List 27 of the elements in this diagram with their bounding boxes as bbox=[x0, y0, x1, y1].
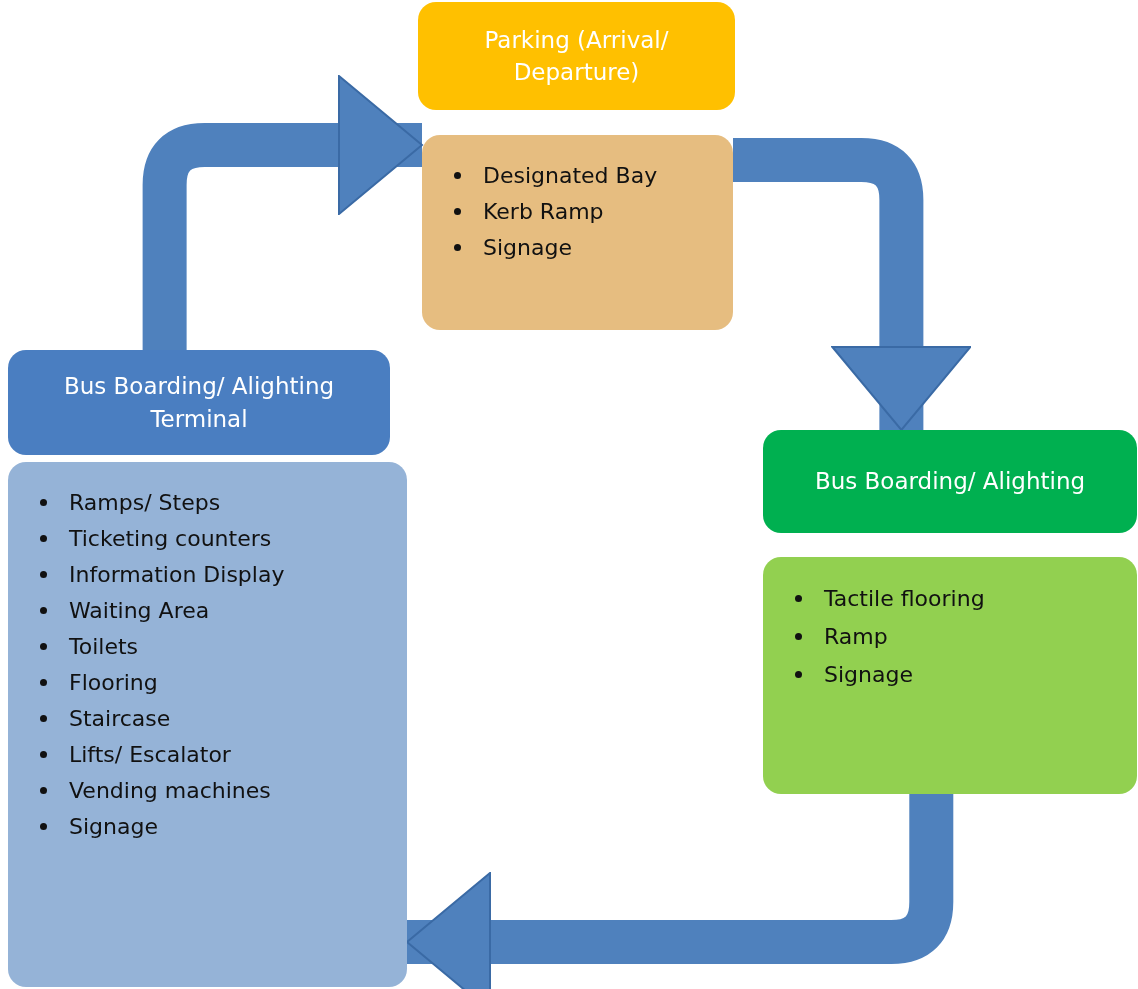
bullet-item: Signage bbox=[824, 661, 913, 687]
header-box bbox=[418, 2, 735, 110]
header-box bbox=[8, 350, 390, 455]
bullet-item: Toilets bbox=[69, 633, 138, 659]
bullet-item: Staircase bbox=[69, 705, 171, 731]
header-text: Bus Boarding/ Alighting Terminal bbox=[62, 372, 336, 434]
list-box bbox=[8, 462, 407, 987]
header-box bbox=[763, 430, 1137, 533]
bullet-item: Flooring bbox=[69, 669, 158, 695]
bullet-item: Information Display bbox=[69, 561, 285, 587]
bullet-item: Signage bbox=[483, 234, 572, 260]
bullet-item: Signage bbox=[69, 813, 158, 839]
list-box bbox=[763, 557, 1137, 794]
header-text: Parking (Arrival/ Departure) bbox=[483, 25, 670, 87]
list-box bbox=[422, 135, 733, 330]
bullet-item: Ramps/ Steps bbox=[69, 489, 221, 515]
bullet-item: Lifts/ Escalator bbox=[69, 741, 231, 767]
bullet-item: Ticketing counters bbox=[69, 525, 272, 551]
bullet-item: Tactile flooring bbox=[824, 585, 985, 611]
bullet-item: Ramp bbox=[824, 623, 888, 649]
bullet-item: Kerb Ramp bbox=[483, 198, 604, 224]
block-arrow bbox=[142, 75, 423, 350]
header-text: Bus Boarding/ Alighting bbox=[814, 467, 1086, 497]
bullet-item: Designated Bay bbox=[483, 162, 658, 188]
block-arrow bbox=[733, 138, 972, 431]
bullet-item: Waiting Area bbox=[69, 597, 210, 623]
bullet-item: Vending machines bbox=[69, 777, 271, 803]
